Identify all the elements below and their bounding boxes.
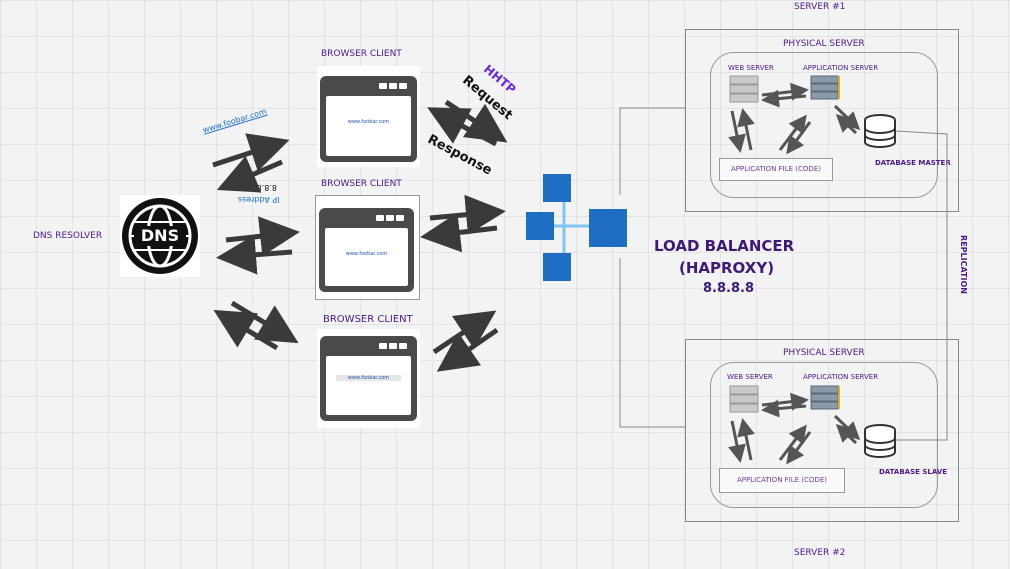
- app-file-1-label: APPLICATION FILE (CODE): [731, 165, 821, 173]
- browser-client-2-label: BROWSER CLIENT: [321, 179, 402, 189]
- dns-resolver-label: DNS RESOLVER: [33, 231, 103, 241]
- dns-icon-text: DNS: [140, 226, 180, 245]
- browser2-request-arrow: [429, 194, 506, 235]
- dns-request-arrow: [212, 133, 290, 172]
- browser-client-3: www.foobar.com: [317, 329, 420, 428]
- browser-client-2: www.foobar.com: [315, 195, 420, 300]
- dns-icon-frame: DNS: [120, 195, 200, 277]
- dns-browser2-arrow-right: [225, 216, 300, 257]
- browser3-request-arrow: [432, 310, 497, 355]
- browser-window-icon: www.foobar.com: [320, 336, 417, 421]
- replication-connector: [894, 130, 948, 441]
- browser-client-3-label: BROWSER CLIENT: [323, 314, 413, 325]
- app-file-1-box: APPLICATION FILE (CODE): [719, 158, 833, 181]
- dns-globe-icon: [122, 198, 198, 274]
- server-rack-icon: [810, 385, 840, 410]
- lb-line1: LOAD BALANCER: [654, 237, 795, 255]
- server-1-inner-box: [710, 52, 938, 198]
- physical-server-2-label: PHYSICAL SERVER: [783, 348, 865, 358]
- server-2-inner-box: [710, 362, 938, 508]
- dns-browser3-arrow-left: [213, 309, 279, 351]
- physical-server-2-box: [685, 339, 959, 522]
- browser-window-icon: www.foobar.com: [319, 208, 414, 292]
- web-server-1-label: WEB SERVER: [728, 64, 774, 72]
- browser-window-icon: www.foobar.com: [320, 76, 417, 162]
- lb-server1-connector: [619, 107, 685, 195]
- browser-client-1-label: BROWSER CLIENT: [321, 49, 402, 59]
- database-icon: [864, 424, 896, 458]
- web-server-2-label: WEB SERVER: [727, 373, 773, 381]
- server-rack-icon: [729, 75, 759, 103]
- dns-response-arrow: [216, 155, 283, 193]
- db-slave-label: DATABASE SLAVE: [879, 468, 947, 476]
- browser3-response-arrow: [436, 327, 499, 372]
- dns-browser3-arrow-right: [230, 300, 299, 344]
- server2-label: SERVER #2: [794, 548, 846, 558]
- browser2-response-arrow: [420, 212, 498, 253]
- physical-server-1-label: PHYSICAL SERVER: [783, 39, 865, 49]
- dns-browser2-arrow-left: [216, 234, 293, 275]
- server-rack-icon: [729, 385, 759, 413]
- lb-server2-connector: [619, 258, 685, 428]
- server-rack-icon: [810, 75, 840, 100]
- browser-2-url: www.foobar.com: [345, 251, 388, 257]
- load-balancer-icon: [526, 174, 627, 281]
- app-file-2-box: APPLICATION FILE (CODE): [719, 468, 845, 493]
- db-master-label: DATABASE MASTER: [875, 159, 951, 167]
- lb-line3: 8.8.8.8: [703, 281, 754, 296]
- browser-3-url: www.foobar.com: [336, 375, 401, 381]
- app-server-2-label: APPLICATION SERVER: [803, 373, 879, 381]
- browser-1-url: www.foobar.com: [347, 119, 390, 125]
- lb-line2: (HAPROXY): [679, 259, 775, 277]
- physical-server-1-box: [685, 29, 959, 212]
- app-file-2-label: APPLICATION FILE (CODE): [737, 476, 827, 484]
- database-icon: [864, 114, 896, 148]
- browser1-response-arrow: [427, 107, 498, 147]
- server1-label: SERVER #1: [794, 2, 846, 12]
- app-server-1-label: APPLICATION SERVER: [803, 64, 879, 72]
- browser-client-1: www.foobar.com: [317, 66, 420, 167]
